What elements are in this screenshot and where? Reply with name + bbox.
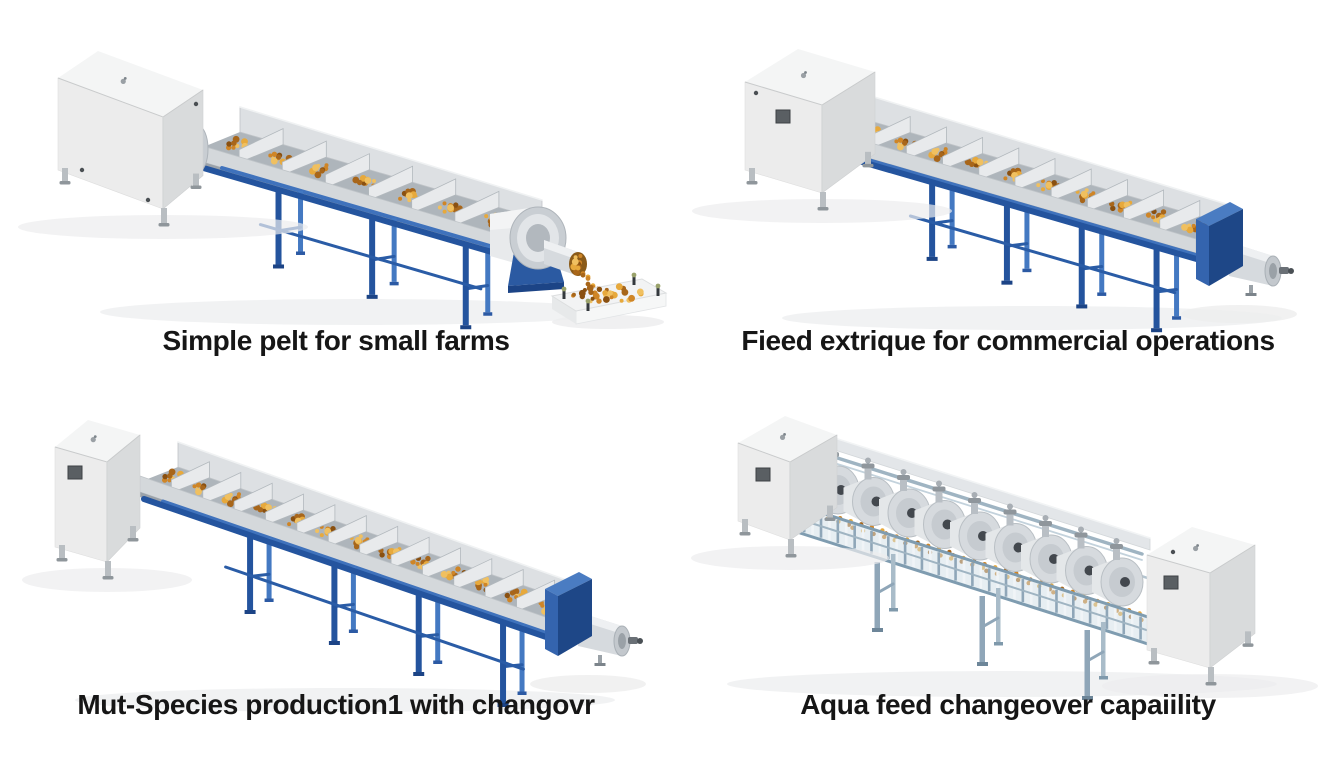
extruder-illustration [692,49,1297,333]
figure-simple-pellet-mill: Simple pelt for small farms [0,0,672,384]
production-line-illustration [22,420,646,712]
figure-aqua-feed-line: Aqua feed changeover capaiility [672,384,1344,768]
pellet-mill-illustration [18,51,668,330]
caption-aqua-feed-line: Aqua feed changeover capaiility [800,689,1216,720]
aqua-feed-line-illustration [691,416,1318,700]
figure-commercial-extruder: Fieed extrique for commercial operations [672,0,1344,384]
figure-multi-species-line: Mut-Species production1 with changovr [0,384,672,768]
caption-multi-species-line: Mut-Species production1 with changovr [77,689,595,720]
caption-simple-pellet-mill: Simple pelt for small farms [162,325,510,356]
caption-commercial-extruder: Fieed extrique for commercial operations [741,325,1275,356]
